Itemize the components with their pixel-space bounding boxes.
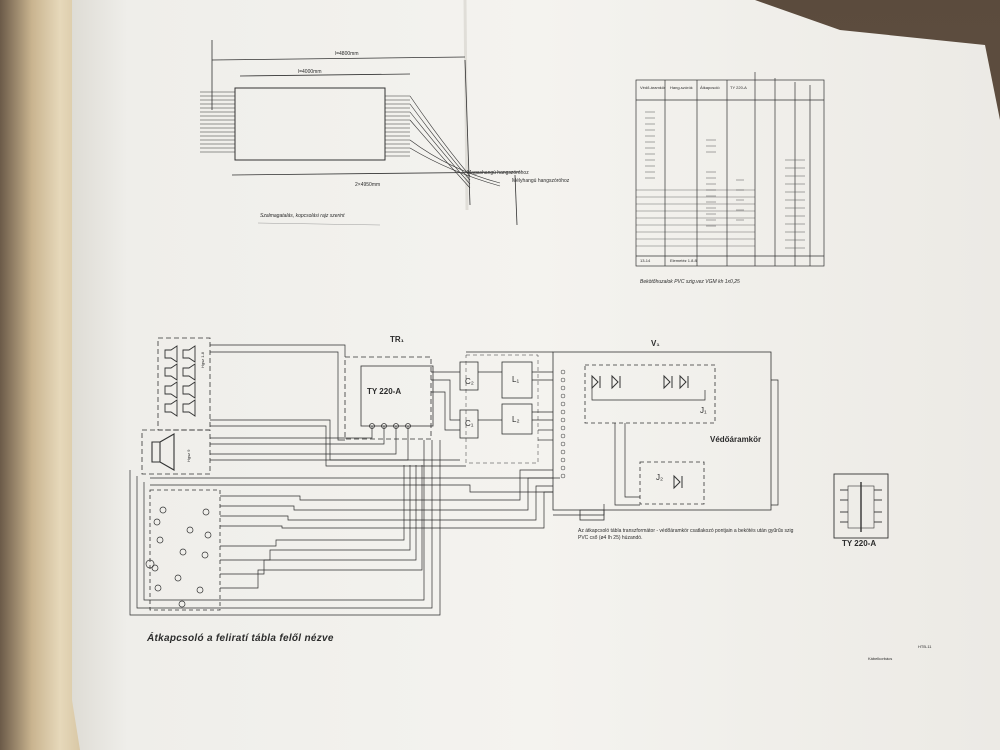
protection-circuit bbox=[552, 351, 772, 521]
filter-block bbox=[459, 354, 539, 464]
table-header-4: TY 220-A bbox=[730, 85, 747, 90]
speaker-array bbox=[141, 337, 211, 475]
sheet-ref: HTB-11 bbox=[918, 644, 932, 649]
install-note: Az átkapcsoló tábla transzformátor - véd… bbox=[578, 528, 794, 541]
hgsz-label: Hgsz 1-8 bbox=[200, 351, 205, 368]
paper-surface bbox=[72, 0, 1000, 750]
switch-panel bbox=[145, 489, 221, 611]
switch-caption: Átkapcsoló a feliratí tábla felől nézve bbox=[147, 633, 334, 644]
ty220a-symbol-label: TY 220-A bbox=[842, 539, 877, 548]
cable-harness-drawing bbox=[200, 40, 521, 226]
mely-label: Mélyhangú hangszóróhoz bbox=[512, 178, 570, 184]
l2-label: L₂ bbox=[512, 415, 520, 424]
dim-bottom-label: 2×4950mm bbox=[355, 182, 381, 188]
c1-label: C₁ bbox=[465, 419, 474, 428]
j2-label: J₂ bbox=[656, 473, 664, 482]
footer-left-note: Kábelkorbács bbox=[868, 656, 893, 661]
ty220a-symbol bbox=[833, 473, 889, 539]
table-footer-2: Elemetéz 1.8.8 bbox=[670, 258, 697, 263]
table-header-3: Átkapcsoló bbox=[700, 85, 720, 90]
wiring bbox=[129, 344, 779, 616]
left-page-edge bbox=[0, 0, 80, 750]
l1-label: L₁ bbox=[512, 375, 520, 384]
table-header-2: Hang-szórók bbox=[670, 85, 693, 90]
j1-label: J₁ bbox=[700, 406, 707, 415]
tr1-label: TR₁ bbox=[390, 335, 404, 344]
ty220a-inner-label: TY 220-A bbox=[367, 387, 402, 396]
table-caption: Bekötőhuzalok PVC szig.vez VGM kh 1x0,25 bbox=[640, 279, 740, 285]
magas-label: Magashangú hangszóróhoz bbox=[467, 170, 529, 176]
v1-label: V₁ bbox=[651, 339, 660, 348]
hgsz9-label: Hgsz 9 bbox=[186, 449, 191, 462]
harness-caption: Szalmagatalás, kopcsolási rajz szerint bbox=[260, 213, 345, 219]
table-header-1: Védő-áramkör bbox=[640, 85, 666, 90]
vedoaramkor-label: Védőáramkör bbox=[710, 435, 762, 444]
dim-top-label: l=4800mm bbox=[335, 51, 359, 57]
dim-inner-label: l=4000mm bbox=[298, 69, 322, 75]
connector-table bbox=[635, 72, 825, 267]
table-footer-1: 13-14 bbox=[640, 258, 651, 263]
c2-label: C₂ bbox=[465, 377, 474, 386]
